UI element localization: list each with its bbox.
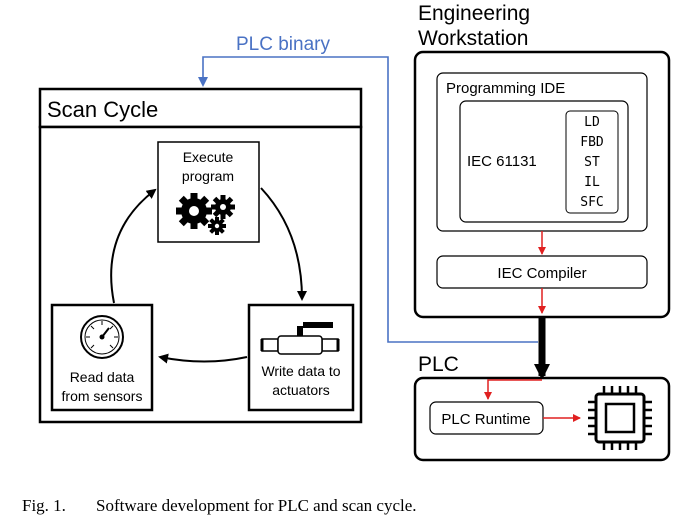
plc: PLC PLC Runtime <box>413 353 671 462</box>
compiler-label: IEC Compiler <box>497 265 586 282</box>
scan-cycle-header <box>38 87 363 129</box>
write-to-read-arrow <box>158 353 248 364</box>
figure-caption: Fig. 1. Software development for PLC and… <box>22 496 417 515</box>
execute-to-write-arrow <box>260 187 307 301</box>
workstation-title-line2: Workstation <box>418 27 529 50</box>
plc-title: PLC <box>418 353 459 376</box>
write-label-line2: actuators <box>272 382 330 398</box>
read-label-line1: Read data <box>70 369 135 385</box>
language-sfc: SFC <box>580 195 603 210</box>
plc-binary-line <box>198 56 538 343</box>
execute-label-line2: program <box>182 168 234 184</box>
language-st: ST <box>584 155 600 170</box>
runtime-label: PLC Runtime <box>441 411 530 428</box>
chip-icon <box>588 386 652 450</box>
scan-cycle: Scan Cycle Execute program <box>38 87 363 424</box>
deploy-arrow-head <box>534 364 550 380</box>
read-to-execute-arrow <box>110 188 157 304</box>
gears-icon <box>176 193 235 235</box>
caption-text: Software development for PLC and scan cy… <box>96 496 417 515</box>
language-list-box <box>565 110 619 214</box>
deploy-to-runtime-arrow <box>484 379 542 400</box>
plc-binary-label: PLC binary <box>236 34 330 55</box>
execute-label-line1: Execute <box>183 149 234 165</box>
gauge-icon <box>80 315 124 359</box>
write-label-line1: Write data to <box>261 363 340 379</box>
language-ld: LD <box>584 115 600 130</box>
language-il: IL <box>584 175 600 190</box>
workstation-title-line1: Engineering <box>418 2 530 25</box>
language-fbd: FBD <box>580 135 604 150</box>
scan-cycle-title: Scan Cycle <box>47 97 158 122</box>
engineering-workstation: Engineering Workstation Programming IDE … <box>413 2 671 319</box>
iec-label: IEC 61131 <box>467 153 537 170</box>
write-data-box <box>247 303 355 412</box>
caption-prefix: Fig. 1. <box>22 496 66 515</box>
valve-icon <box>260 322 340 355</box>
read-label-line2: from sensors <box>62 388 143 404</box>
ide-title: Programming IDE <box>446 80 565 97</box>
plc-binary-flow: PLC binary <box>198 34 538 343</box>
